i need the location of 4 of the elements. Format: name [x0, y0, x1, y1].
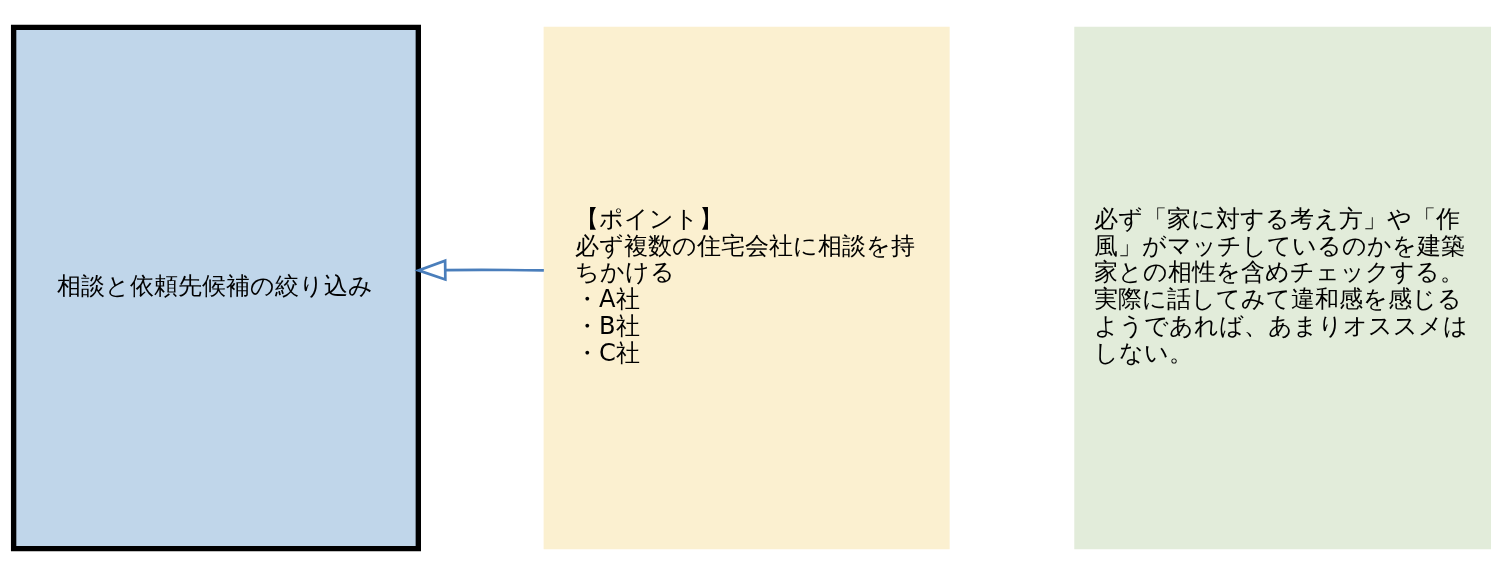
node-box: 【ポイント】 必ず複数の住宅会社に相談を持ちかける ・A社 ・B社 ・C社 [543, 26, 950, 550]
node-box: 相談と依頼先候補の絞り込み [10, 24, 421, 552]
arrow [414, 258, 544, 282]
node-box: 必ず「家に対する考え方」や「作風」がマッチしているのかを建築家との相性を含めチェックする。 実際に話してみて違和感を感じるようであれば、あまりオススメはしない。 [1074, 26, 1492, 550]
